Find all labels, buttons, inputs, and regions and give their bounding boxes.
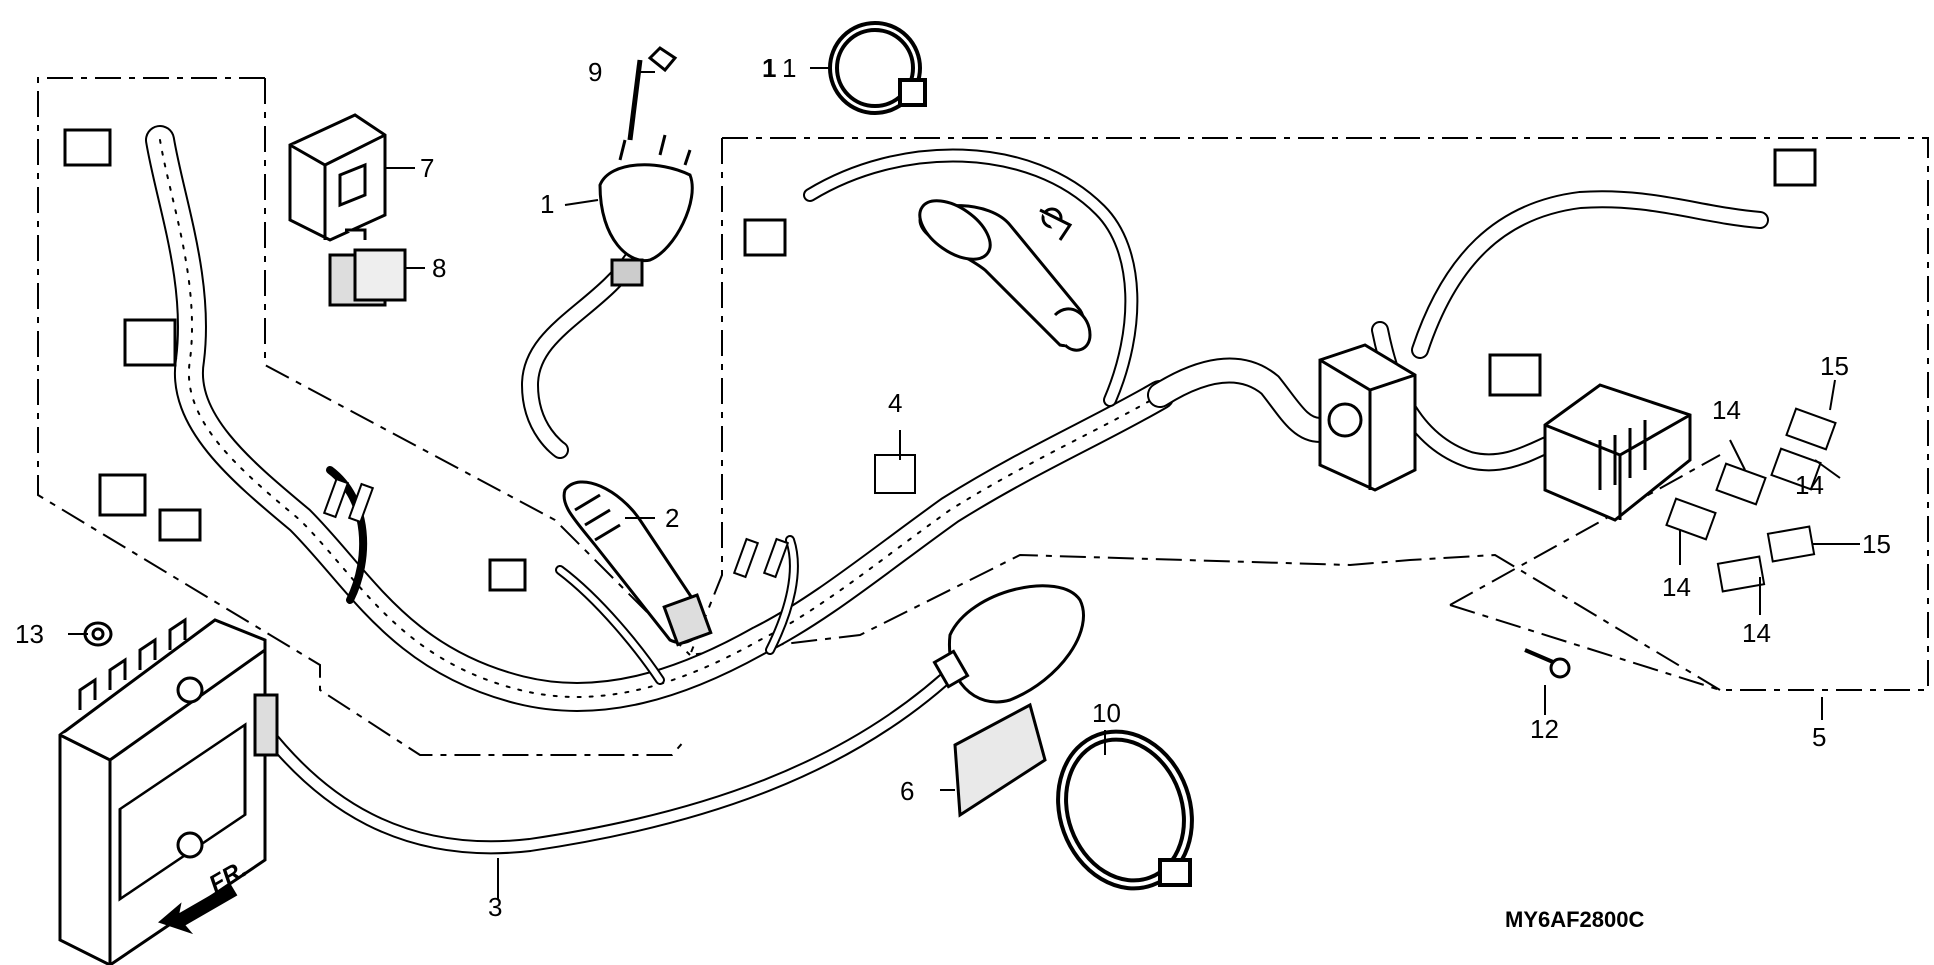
callout-1: 1 xyxy=(540,189,554,219)
connectors-left xyxy=(63,128,1817,592)
callout-8: 8 xyxy=(432,253,446,283)
regulator-rectifier xyxy=(58,617,279,965)
band-clamp-bottom xyxy=(1056,729,1194,891)
callout-14-c: 14 xyxy=(1662,572,1691,602)
callout-9: 9 xyxy=(588,57,602,87)
regulator-cable xyxy=(258,658,967,855)
callout-labels: 1 2 3 4 5 6 7 8 9 10 1 1 12 13 14 14 14 … xyxy=(15,53,1891,922)
callout-4: 4 xyxy=(888,388,902,418)
cushion-pad xyxy=(953,702,1047,818)
callout-15-a: 15 xyxy=(1820,351,1849,381)
fuse-block-small xyxy=(328,248,407,307)
drawing-code: MY6AF2800C xyxy=(1505,907,1645,932)
callout-14-a: 14 xyxy=(1712,395,1741,425)
boot-cover xyxy=(562,480,713,647)
group-outline-right xyxy=(689,137,1929,691)
callout-11-first-digit: 1 xyxy=(762,53,776,83)
terminals xyxy=(322,454,916,579)
starter-relay xyxy=(1318,343,1417,492)
cable-end-filter xyxy=(932,584,1085,704)
callout-2: 2 xyxy=(665,503,679,533)
callout-12: 12 xyxy=(1530,714,1559,744)
main-wire-harness xyxy=(145,125,1769,712)
callout-13: 13 xyxy=(15,619,44,649)
relay-unit xyxy=(288,113,387,242)
callout-11-second-digit: 1 xyxy=(782,53,796,83)
callout-6: 6 xyxy=(900,776,914,806)
group-outline-inner xyxy=(689,138,723,656)
spark-plug-cap-wire xyxy=(520,246,644,459)
callout-10: 10 xyxy=(1092,698,1121,728)
hardware xyxy=(83,621,1571,679)
fuses xyxy=(1665,407,1837,593)
spark-plug-cap xyxy=(598,46,694,287)
callout-7: 7 xyxy=(420,153,434,183)
ignition-coil xyxy=(918,199,1092,352)
group-outline-left xyxy=(37,77,691,756)
callout-5: 5 xyxy=(1812,722,1826,752)
callout-3: 3 xyxy=(488,892,502,922)
callout-14-b: 14 xyxy=(1795,470,1824,500)
leader-lines xyxy=(68,67,1860,900)
fuse-box xyxy=(1543,383,1692,522)
band-clamp-top xyxy=(828,21,927,115)
callout-15-b: 15 xyxy=(1862,529,1891,559)
callout-14-d: 14 xyxy=(1742,618,1771,648)
